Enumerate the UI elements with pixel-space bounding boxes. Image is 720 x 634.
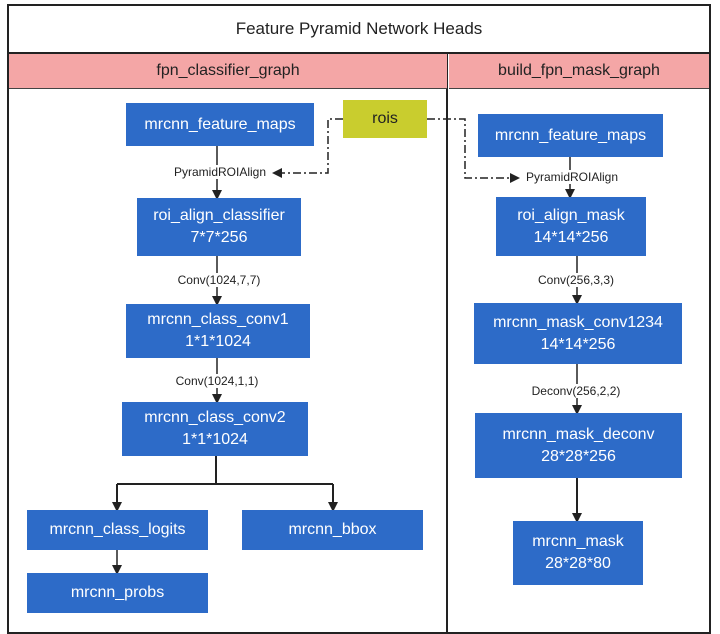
node-bbox: mrcnn_bbox xyxy=(242,510,423,550)
node-probs: mrcnn_probs xyxy=(27,573,208,613)
node-classifier-feature-maps: mrcnn_feature_maps xyxy=(126,103,314,146)
node-label: mrcnn_mask_conv1234 xyxy=(493,313,663,331)
node-shape: 1*1*1024 xyxy=(185,333,251,350)
node-label: mrcnn_probs xyxy=(70,584,165,601)
column-divider xyxy=(446,54,448,634)
node-class-logits: mrcnn_class_logits xyxy=(27,510,208,550)
column-header-mask: build_fpn_mask_graph xyxy=(449,54,709,89)
node-label: mrcnn_feature_maps xyxy=(144,115,296,133)
node-mask-feature-maps: mrcnn_feature_maps xyxy=(478,114,663,157)
node-shape: 7*7*256 xyxy=(190,229,248,246)
column-header-classifier: fpn_classifier_graph xyxy=(9,54,447,89)
node-label: mrcnn_class_logits xyxy=(49,521,186,538)
edge-label-pyramid-roi-align-left: PyramidROIAlign xyxy=(171,165,269,179)
node-label: mrcnn_class_conv2 xyxy=(144,409,286,426)
edge-label-conv-1024-7-7: Conv(1024,7,7) xyxy=(175,273,263,287)
node-roi-align-mask: roi_align_mask 14*14*256 xyxy=(496,197,646,256)
node-mask-conv1234: mrcnn_mask_conv1234 14*14*256 xyxy=(474,303,682,364)
edge-label-pyramid-roi-align-right: PyramidROIAlign xyxy=(523,170,621,184)
node-shape: 28*28*80 xyxy=(545,555,611,572)
edge-rois-to-align-left xyxy=(272,118,343,178)
node-mask-deconv: mrcnn_mask_deconv 28*28*256 xyxy=(475,413,682,478)
diagram-title: Feature Pyramid Network Heads xyxy=(9,6,709,54)
edge-label-conv-256-3-3: Conv(256,3,3) xyxy=(535,273,617,287)
node-class-conv2: mrcnn_class_conv2 1*1*1024 xyxy=(122,402,308,456)
node-label: mrcnn_mask_deconv xyxy=(502,425,655,443)
edge-rois-to-align-right xyxy=(427,118,520,183)
node-shape: 14*14*256 xyxy=(533,228,609,246)
edge-label-deconv-256-2-2: Deconv(256,2,2) xyxy=(529,384,623,398)
rois-input-node: rois xyxy=(343,100,427,138)
node-class-conv1: mrcnn_class_conv1 1*1*1024 xyxy=(126,304,310,358)
node-label: mrcnn_bbox xyxy=(288,521,377,538)
node-mask-output: mrcnn_mask 28*28*80 xyxy=(513,521,643,585)
node-shape: 14*14*256 xyxy=(540,335,616,353)
node-shape: 28*28*256 xyxy=(541,447,616,465)
node-label: mrcnn_class_conv1 xyxy=(147,311,289,328)
node-label: mrcnn_mask xyxy=(532,533,624,550)
node-label: roi_align_mask xyxy=(517,206,625,224)
node-label: roi_align_classifier xyxy=(153,207,285,224)
node-label: mrcnn_feature_maps xyxy=(494,126,647,144)
edge-label-conv-1024-1-1: Conv(1024,1,1) xyxy=(173,374,261,388)
node-roi-align-classifier: roi_align_classifier 7*7*256 xyxy=(137,198,301,256)
node-shape: 1*1*1024 xyxy=(182,431,248,448)
